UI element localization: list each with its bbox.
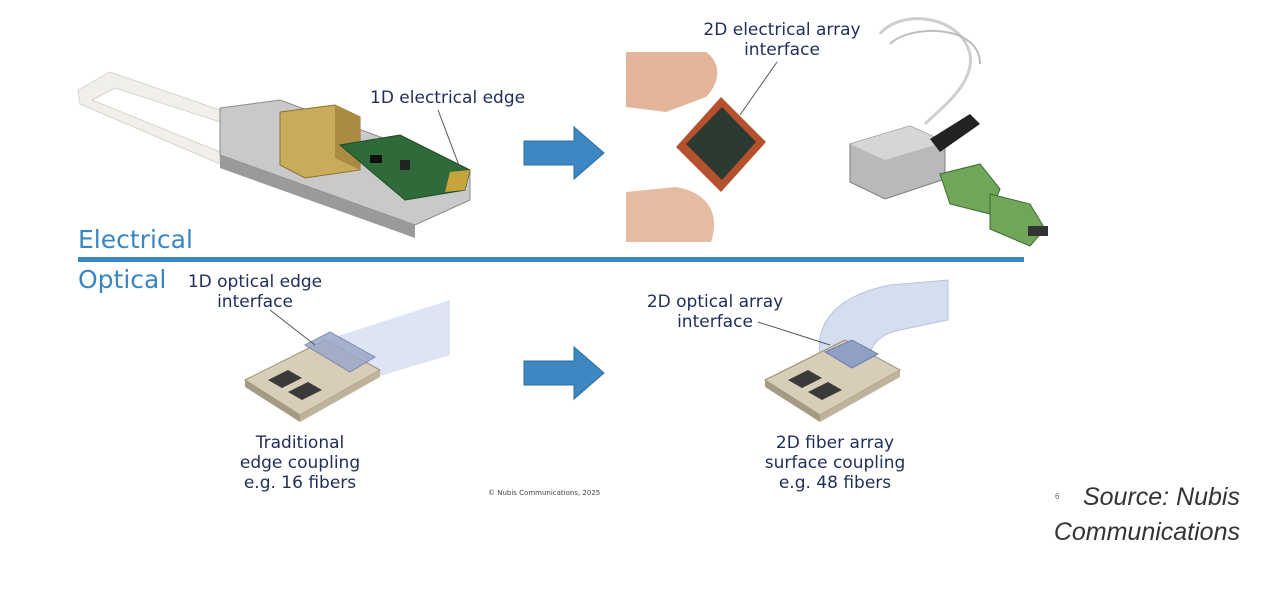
source-line: Source: Nubis: [1082, 483, 1240, 511]
label-line: interface: [677, 312, 753, 332]
source-citation: Source: Nubis Communications: [1000, 480, 1240, 550]
label-1d-electrical-edge: 1D electrical edge: [370, 88, 526, 108]
label-2d-electrical-array: 2D electrical array interface: [690, 20, 874, 60]
label-line: surface coupling: [764, 453, 906, 473]
label-2d-optical-array: 2D optical array interface: [640, 292, 790, 332]
label-line: 1D optical edge: [187, 272, 323, 292]
label-line: 2D optical array: [646, 292, 784, 312]
co-packaged-module-illustration: [849, 17, 1048, 247]
chip-in-fingers-illustration: [626, 52, 766, 242]
label-line: e.g. 48 fibers: [778, 473, 892, 493]
section-optical: Optical: [78, 265, 167, 294]
label-line: 2D fiber array: [775, 433, 895, 453]
label-line: e.g. 16 fibers: [243, 473, 357, 493]
section-divider: [78, 257, 1024, 262]
right-arrow-icon: [523, 345, 605, 401]
label-line: Traditional: [255, 433, 345, 453]
surface-coupling-illustration: [763, 279, 949, 422]
label-line: interface: [744, 40, 820, 60]
pluggable-transceiver-illustration: [77, 71, 471, 238]
section-electrical: Electrical: [78, 225, 193, 254]
label-traditional-edge-coupling: Traditional edge coupling e.g. 16 fibers: [225, 433, 375, 493]
label-line: 2D electrical array: [703, 20, 861, 40]
right-arrow-icon: [523, 125, 605, 181]
label-line: edge coupling: [239, 453, 361, 473]
source-line: Communications: [1053, 518, 1240, 546]
arrow-shape: [523, 125, 605, 181]
label-2d-fiber-array-surface-coupling: 2D fiber array surface coupling e.g. 48 …: [755, 433, 915, 493]
slide-number: 6: [1055, 492, 1060, 501]
copyright-text: © Nubis Communications, 2025: [488, 489, 601, 497]
edge-coupling-illustration: [243, 300, 450, 422]
arrow-shape: [523, 345, 605, 401]
label-1d-optical-edge: 1D optical edge interface: [180, 272, 330, 312]
label-line: interface: [217, 292, 293, 312]
